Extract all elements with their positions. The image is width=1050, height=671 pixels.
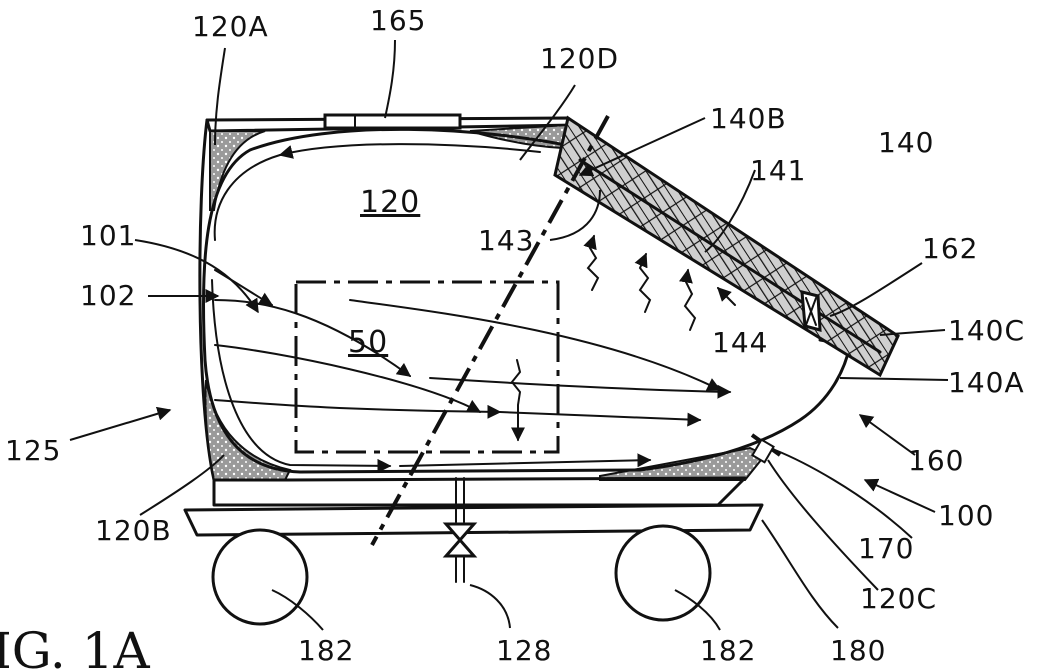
label-180: 180 xyxy=(830,634,886,667)
label-128: 128 xyxy=(496,634,552,667)
label-140a: 140A xyxy=(948,366,1025,399)
radiation-arrows xyxy=(510,234,736,442)
label-101: 101 xyxy=(80,219,136,252)
label-140b: 140B xyxy=(710,102,787,135)
label-182-left: 182 xyxy=(298,634,354,667)
figure-caption: IG. 1A xyxy=(0,622,151,671)
label-140c: 140C xyxy=(948,314,1025,347)
label-170: 170 xyxy=(858,532,914,565)
airflow-arrows xyxy=(211,143,732,473)
label-160: 160 xyxy=(908,444,964,477)
label-120d: 120D xyxy=(540,42,619,75)
label-50: 50 xyxy=(348,325,388,360)
leader-lines xyxy=(69,39,949,631)
label-125: 125 xyxy=(5,434,61,467)
valve-128 xyxy=(442,477,478,583)
label-102: 102 xyxy=(80,279,136,312)
label-143: 143 xyxy=(478,224,534,257)
label-165: 165 xyxy=(370,4,426,37)
insulation-120b xyxy=(204,379,292,481)
label-162: 162 xyxy=(922,232,978,265)
insulation-120a xyxy=(209,130,266,211)
label-144: 144 xyxy=(712,326,768,359)
label-182-right: 182 xyxy=(700,634,756,667)
wheel-182-left xyxy=(211,528,309,626)
wheel-182-right xyxy=(614,524,712,622)
component-50 xyxy=(294,280,560,454)
label-141: 141 xyxy=(750,154,806,187)
lid-plate-165 xyxy=(323,113,462,130)
label-100: 100 xyxy=(938,499,994,532)
label-120: 120 xyxy=(360,185,420,220)
label-140: 140 xyxy=(878,126,934,159)
chassis-180 xyxy=(183,503,764,537)
base-floor xyxy=(212,476,747,507)
label-120a: 120A xyxy=(192,10,269,43)
label-120c: 120C xyxy=(860,582,937,615)
section-line xyxy=(370,115,610,546)
label-120b: 120B xyxy=(95,514,172,547)
chamber-120 xyxy=(201,127,852,474)
